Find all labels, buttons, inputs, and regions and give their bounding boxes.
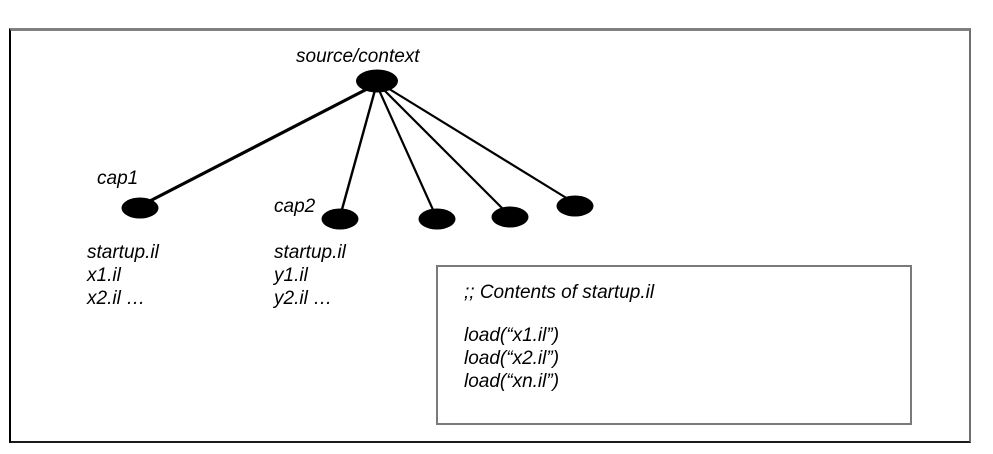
node-cap2-label: cap2 [274, 196, 316, 217]
code-comment-line: ;; Contents of startup.il [464, 282, 655, 303]
code-line-2: load(“x2.il”) [464, 348, 560, 369]
file-list-cap2-line-3: y2.il … [274, 288, 333, 309]
node-cap2[interactable] [321, 208, 359, 230]
node-cap1-label: cap1 [97, 168, 139, 189]
edge-root-to-node-3 [377, 89, 436, 213]
edge-root-to-cap1 [145, 86, 370, 205]
file-list-cap1-line-1: startup.il [87, 242, 159, 263]
file-list-cap1-line-3: x2.il … [87, 288, 146, 309]
file-list-cap2: startup.il y1.il y2.il … [274, 241, 346, 310]
edge-root-to-node-4 [382, 88, 506, 212]
code-line-3: load(“xn.il”) [464, 371, 560, 392]
edge-root-to-cap2 [339, 89, 377, 214]
node-4[interactable] [491, 206, 529, 228]
root-node[interactable] [356, 69, 398, 93]
file-list-cap2-line-2: y1.il [274, 265, 308, 286]
code-line-1: load(“x1.il”) [464, 325, 560, 346]
node-3[interactable] [418, 208, 456, 230]
file-list-cap1-line-2: x1.il [87, 265, 121, 286]
root-node-label: source/context [296, 46, 420, 67]
file-list-cap2-line-1: startup.il [274, 242, 346, 263]
node-cap1[interactable] [121, 197, 159, 219]
edge-root-to-node-5 [385, 86, 569, 200]
code-box: ;; Contents of startup.il load(“x1.il”) … [436, 265, 912, 425]
file-list-cap1: startup.il x1.il x2.il … [87, 241, 159, 310]
node-5[interactable] [556, 195, 594, 217]
code-box-content: ;; Contents of startup.il load(“x1.il”) … [464, 281, 654, 393]
